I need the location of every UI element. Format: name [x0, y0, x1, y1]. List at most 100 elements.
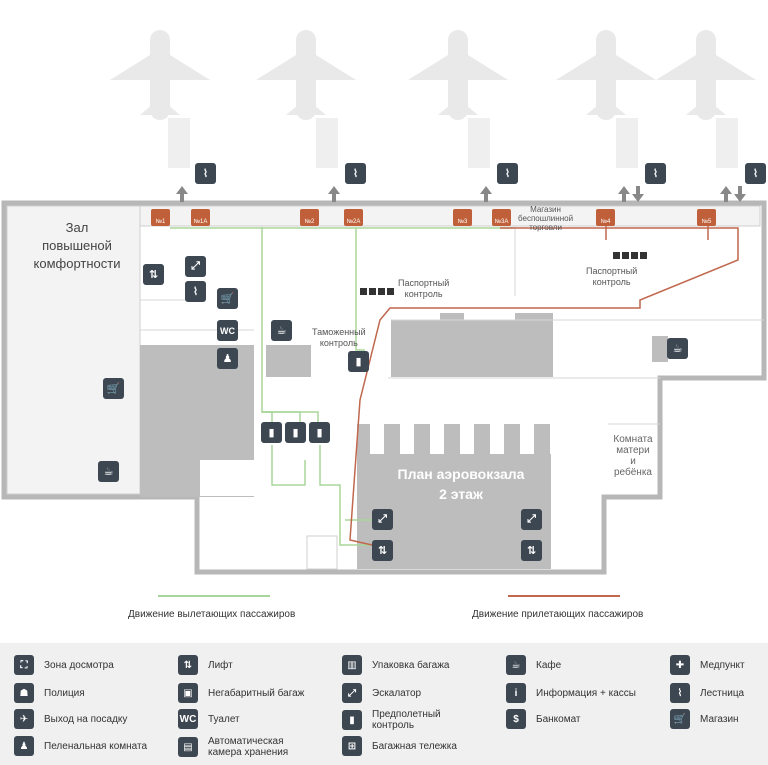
gate-4[interactable]: №4	[596, 209, 615, 226]
mother-line-3: и	[630, 456, 636, 467]
legend-item-label: Предполетный контроль	[372, 709, 441, 731]
dutyfree-shop-label: Магазин беспошлинной торговли	[518, 205, 573, 232]
hall-line-2: повышеной	[42, 238, 112, 253]
gate-3[interactable]: №3	[453, 209, 472, 226]
legend-item-label: Автоматическая камера хранения	[208, 736, 289, 758]
escalator-icon[interactable]: ⤢	[372, 509, 393, 530]
cafe-icon[interactable]: ☕	[98, 461, 119, 482]
gate-2[interactable]: №2	[300, 209, 319, 226]
legend-item: ⇅ Лифт	[178, 655, 318, 675]
legend-panel: ⛶ Зона досмотра ☗ Полиция ✈ Выход на посадку ♟…	[0, 643, 768, 765]
departing-route-label: Движение вылетающих пассажиров	[128, 609, 296, 620]
comfort-hall-label: Зал повышеной комфортности	[18, 219, 136, 273]
airplane-icon	[656, 30, 756, 120]
legend-item: ⤢Эскалатор	[342, 683, 482, 703]
legend-item-label: Магазин	[700, 713, 739, 725]
legend-item-label: Банкомат	[536, 713, 581, 725]
legend-item-label: Упаковка багажа	[372, 659, 450, 671]
legend-item-label: Багажная тележка	[372, 740, 457, 752]
cafe-icon[interactable]: ☕	[271, 320, 292, 341]
gate-3a[interactable]: №3А	[492, 209, 511, 226]
legend-item: i Информация + кассы	[506, 683, 646, 703]
shop-icon[interactable]: 🛒	[217, 288, 238, 309]
stairs-icon[interactable]: ⌇	[497, 163, 518, 184]
gate-exit-icon: ✈	[14, 709, 34, 729]
legend-item: ▤ Автоматическая камера хранения	[178, 736, 318, 758]
arriving-route-label: Движение прилетающих пассажиров	[472, 609, 644, 620]
dutyfree-line-1: Магазин	[530, 205, 561, 214]
dutyfree-line-3: торговли	[529, 223, 562, 232]
stairs-icon[interactable]: ⌇	[745, 163, 766, 184]
police-icon: ☗	[14, 683, 34, 703]
legend-item: ▥ Упаковка багажа	[342, 655, 482, 675]
legend-item-label: Кафе	[536, 659, 562, 671]
legend-item: ▣Негабаритный багаж	[178, 683, 318, 703]
legend-item: ⌇Лестница	[670, 683, 768, 703]
mother-line-4: ребёнка	[614, 467, 652, 478]
escalator-icon[interactable]: ⤢	[185, 256, 206, 277]
floor-plan	[1, 30, 767, 597]
search-zone-icon: ⛶	[14, 655, 34, 675]
dutyfree-line-2: беспошлинной	[518, 214, 574, 223]
preflight-control-icon[interactable]: ▮	[285, 422, 306, 443]
mother-child-room-label: Комната матери и ребёнка	[610, 434, 656, 478]
gate-5[interactable]: №5	[697, 209, 716, 226]
passport-control-label-1: Паспортный контроль	[398, 278, 449, 300]
legend-item-label: Информация + кассы	[536, 687, 636, 699]
legend-item: 🛒 Магазин	[670, 709, 768, 729]
cafe-icon[interactable]: ☕	[667, 338, 688, 359]
legend-item-label: Полиция	[44, 687, 85, 699]
legend-item-label: Негабаритный багаж	[208, 687, 305, 699]
airplane-icon	[556, 30, 656, 120]
legend-item: ▮Предполетный контроль	[342, 709, 482, 731]
shop-icon[interactable]: 🛒	[103, 378, 124, 399]
plan-title: План аэровокзала 2 этаж	[372, 464, 550, 504]
shop-icon: 🛒	[670, 709, 690, 729]
mother-line-2: матери	[616, 445, 650, 456]
stairs-icon[interactable]: ⌇	[645, 163, 666, 184]
preflight-control-icon[interactable]: ▮	[309, 422, 330, 443]
toilet-icon: WC	[178, 709, 198, 729]
preflight-control-icon[interactable]: ▮	[261, 422, 282, 443]
gate-1a[interactable]: №1А	[191, 209, 210, 226]
plan-title-line-2: 2 этаж	[439, 486, 483, 502]
legend-item: WC Туалет	[178, 709, 318, 729]
cafe-icon: ☕	[506, 655, 526, 675]
customs-control-label: Таможенный контроль	[312, 327, 366, 349]
lift-icon[interactable]: ⇅	[372, 540, 393, 561]
stairs-icon[interactable]: ⌇	[345, 163, 366, 184]
lift-icon[interactable]: ⇅	[521, 540, 542, 561]
storage-icon: ▤	[178, 737, 198, 757]
gate-1[interactable]: №1	[151, 209, 170, 226]
airplane-icon	[408, 30, 508, 120]
legend-item-label: Лифт	[208, 659, 233, 671]
legend-item-label: Туалет	[208, 713, 240, 725]
passport1-line-2: контроль	[404, 289, 443, 299]
hall-line-1: Зал	[65, 220, 89, 235]
lift-icon: ⇅	[178, 655, 198, 675]
gate-2a[interactable]: №2А	[344, 209, 363, 226]
lift-icon[interactable]: ⇅	[143, 264, 164, 285]
atm-icon: $	[506, 709, 526, 729]
baggage-wrap-icon: ▥	[342, 655, 362, 675]
mother-line-1: Комната	[613, 434, 653, 445]
info-icon: i	[506, 683, 526, 703]
airplane-icon	[110, 30, 210, 120]
medical-icon: ✚	[670, 655, 690, 675]
toilet-icon[interactable]: WC	[217, 320, 238, 341]
legend-item: ☕ Кафе	[506, 655, 646, 675]
stairs-icon[interactable]: ⌇	[185, 281, 206, 302]
escalator-icon[interactable]: ⤢	[521, 509, 542, 530]
airplanes	[110, 30, 756, 120]
legend-item: ✚ Медпункт	[670, 655, 768, 675]
baby-room-icon: ♟	[14, 736, 34, 756]
legend-item-label: Выход на посадку	[44, 713, 128, 725]
legend-item-label: Медпункт	[700, 659, 745, 671]
airplane-icon	[256, 30, 356, 120]
stairs-icon[interactable]: ⌇	[195, 163, 216, 184]
passport1-line-1: Паспортный	[398, 278, 450, 288]
preflight-control-icon[interactable]: ▮	[348, 351, 369, 372]
legend-item-label: Эскалатор	[372, 687, 422, 699]
legend-item-label: Зона досмотра	[44, 659, 114, 671]
baby-room-icon[interactable]: ♟	[217, 348, 238, 369]
